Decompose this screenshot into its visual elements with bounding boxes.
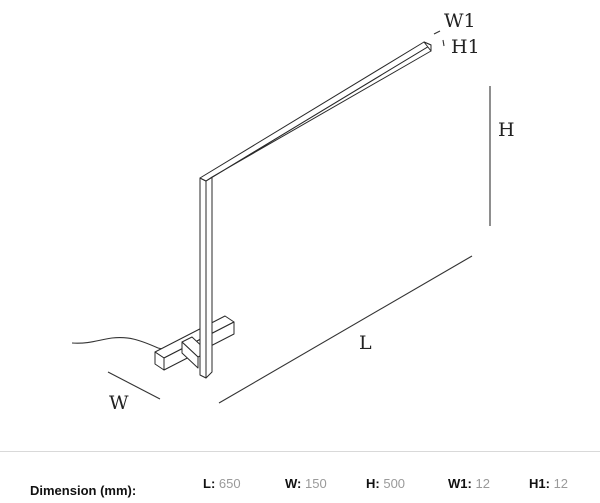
h1-leader (442, 39, 445, 47)
arm-side (205, 44, 432, 182)
post-front (199, 177, 207, 379)
dimension-item-length: L: 650 (203, 476, 241, 491)
dimension-caption: Dimension (mm): (30, 483, 137, 498)
base-crossbar-front (181, 341, 199, 369)
dimension-item-width: W: 150 (285, 476, 327, 491)
h1-label: H1 (451, 36, 480, 58)
section-divider (0, 451, 600, 452)
length-dimension-line (218, 255, 473, 404)
lamp-base (154, 315, 235, 371)
dimension-value: 12 (475, 476, 490, 491)
power-cable (71, 336, 159, 349)
w1-leader (433, 30, 441, 35)
lamp-post (199, 176, 213, 379)
dimension-item-h1: H1: 12 (529, 476, 568, 491)
dimension-key: W: (285, 476, 302, 491)
length-label: L (359, 332, 372, 354)
dimension-item-w1: W1: 12 (448, 476, 490, 491)
lamp-technical-drawing: W1 H1 H L W (71, 10, 515, 414)
dimension-key: L: (203, 476, 216, 491)
dimension-key: W1: (448, 476, 472, 491)
dimension-item-height: H: 500 (366, 476, 405, 491)
w1-label: W1 (444, 10, 476, 32)
dimension-key: H1: (529, 476, 550, 491)
dimension-value: 150 (305, 476, 327, 491)
dimension-value: 12 (553, 476, 569, 491)
dimension-key: H: (366, 476, 380, 491)
dimension-value: 500 (383, 476, 406, 491)
height-label: H (498, 119, 515, 141)
width-dimension-line (107, 371, 161, 400)
dimension-value: 650 (218, 476, 241, 491)
post-side (205, 176, 213, 379)
lamp-arm (199, 41, 432, 182)
dimension-specs: Dimension (mm): L: 650 W: 150 H: 500 W1:… (0, 476, 600, 500)
arm-end (423, 41, 432, 52)
width-label: W (109, 392, 129, 414)
arm-top (199, 41, 432, 182)
